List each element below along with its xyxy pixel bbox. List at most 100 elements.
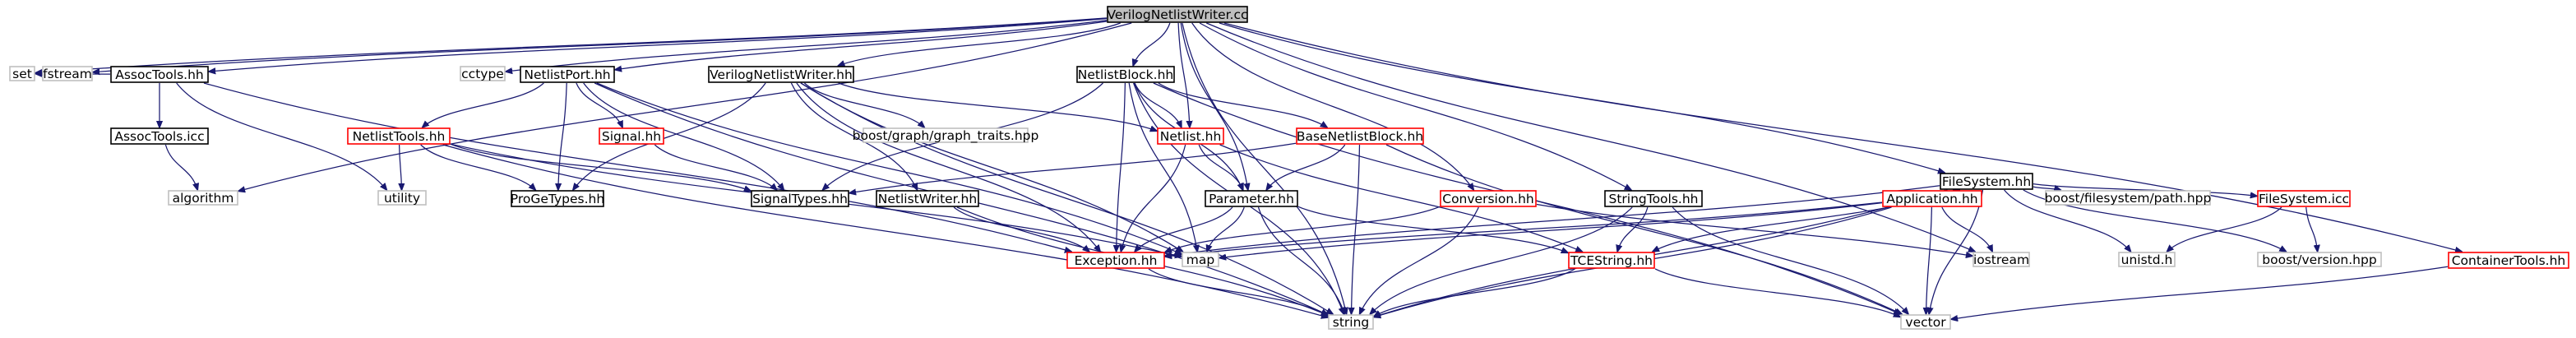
node-map: map	[1182, 252, 1219, 267]
node-label: AssocTools.hh	[115, 67, 204, 82]
node-label: AssocTools.icc	[114, 129, 204, 144]
node-label: Exception.hh	[1075, 253, 1158, 268]
edge-VerilogNetlistWriter_hh-to-ProGeTypes_hh	[573, 82, 766, 190]
edge-StringTools_hh-to-vector	[1672, 206, 1908, 314]
edge-Parameter_hh-to-Exception_hh	[1135, 206, 1233, 252]
node-label: unistd.h	[2121, 252, 2173, 267]
edge-root-to-algorithm	[238, 22, 1132, 191]
edge-NetlistPort_hh-to-Signal_hh	[576, 82, 622, 127]
edge-TCEString_hh-to-vector	[1654, 268, 1900, 317]
edge-BaseNetlistBlock_hh-to-Parameter_hh	[1266, 144, 1346, 190]
edge-NetlistTools_hh-to-string	[442, 144, 1328, 317]
node-box	[2118, 252, 2176, 267]
node-Signal-hh[interactable]: Signal.hh	[599, 127, 664, 145]
node-label: iostream	[1973, 252, 2029, 267]
node-Netlist-hh[interactable]: Netlist.hh	[1157, 127, 1224, 145]
node-FileSystem-hh[interactable]: FileSystem.hh	[1940, 173, 2033, 190]
node-box	[520, 66, 615, 83]
node-label: NetlistWriter.hh	[878, 192, 977, 206]
edge-NetlistTools_hh-to-utility	[400, 144, 402, 190]
edge-Netlist_hh-to-Parameter_hh	[1198, 144, 1243, 190]
edge-VerilogNetlistWriter_hh-to-Netlist_hh	[838, 82, 1157, 131]
edge-Signal_hh-to-SignalTypes_hh	[654, 144, 776, 190]
edge-AssocTools_hh-to-Exception_hh	[203, 82, 1071, 252]
node-StringTools-hh[interactable]: StringTools.hh	[1604, 190, 1703, 207]
edge-NetlistPort_hh-to-map	[596, 82, 1182, 254]
node-Conversion-hh[interactable]: Conversion.hh	[1440, 190, 1537, 207]
node-SignalTypes-hh[interactable]: SignalTypes.hh	[751, 190, 849, 207]
node-box	[168, 190, 238, 206]
node-label: BaseNetlistBlock.hh	[1297, 129, 1423, 144]
node-ContainerTools-hh[interactable]: ContainerTools.hh	[2448, 252, 2569, 269]
node-box	[1440, 190, 1537, 207]
node-graph-traits: boost/graph/graph_traits.hpp	[853, 127, 1038, 144]
dependency-edges	[35, 17, 2462, 319]
node-label: set	[12, 67, 32, 81]
edge-root-to-AssocTools_hh	[209, 17, 1108, 72]
edge-Parameter_hh-to-map	[1207, 206, 1245, 252]
edge-Netlist_hh-to-Exception_hh	[1121, 144, 1186, 252]
node-NetlistTools-hh[interactable]: NetlistTools.hh	[347, 127, 451, 145]
node-NetlistBlock-hh[interactable]: NetlistBlock.hh	[1076, 66, 1175, 83]
edge-Conversion_hh-to-iostream	[1536, 203, 1972, 257]
edge-Application_hh-to-vector	[1926, 206, 1933, 314]
node-boost-version: boost/version.hpp	[2257, 252, 2382, 267]
node-label: boost/filesystem/path.hpp	[2045, 191, 2212, 206]
node-box	[863, 127, 1029, 143]
edge-Parameter_hh-to-string	[1257, 206, 1345, 314]
edge-NetlistPort_hh-to-NetlistTools_hh	[423, 82, 544, 127]
node-ProGeTypes-hh[interactable]: ProGeTypes.hh	[511, 190, 604, 207]
node-AssocTools-icc[interactable]: AssocTools.icc	[110, 127, 209, 145]
node-TCEString-hh[interactable]: TCEString.hh	[1568, 252, 1655, 269]
node-box	[1157, 127, 1224, 145]
edge-BaseNetlistBlock_hh-to-string	[1352, 144, 1361, 314]
node-label: Conversion.hh	[1442, 192, 1533, 206]
node-box	[1182, 252, 1219, 267]
edge-root-to-StringTools_hh	[1199, 22, 1631, 190]
edge-Conversion_hh-to-string	[1360, 206, 1479, 314]
edge-StringTools_hh-to-string	[1370, 206, 1633, 314]
edge-FileSystem_hh-to-unistd_h	[2004, 189, 2131, 252]
edge-AssocTools_icc-to-algorithm	[164, 144, 197, 190]
node-BaseNetlistBlock-hh[interactable]: BaseNetlistBlock.hh	[1296, 127, 1424, 145]
edge-FileSystem_icc-to-unistd_h	[2167, 206, 2282, 252]
node-box	[460, 66, 506, 81]
edge-AssocTools_hh-to-utility	[176, 82, 387, 190]
node-box	[2257, 252, 2382, 267]
node-box	[751, 190, 849, 207]
node-Parameter-hh[interactable]: Parameter.hh	[1205, 190, 1298, 207]
edge-StringTools_hh-to-TCEString_hh	[1617, 206, 1649, 252]
edge-root-to-ContainerTools_hh	[1223, 22, 2462, 252]
node-AssocTools-hh[interactable]: AssocTools.hh	[110, 66, 209, 83]
node-box	[708, 66, 854, 83]
node-NetlistWriter-hh[interactable]: NetlistWriter.hh	[876, 190, 979, 207]
node-box	[2448, 252, 2569, 269]
node-label: utility	[384, 191, 420, 206]
edge-root-to-set	[35, 17, 1108, 73]
node-vector: vector	[1900, 314, 1951, 330]
node-box	[1205, 190, 1298, 207]
node-VerilogNetlistWriter-hh[interactable]: VerilogNetlistWriter.hh	[708, 66, 854, 83]
edge-Exception_hh-to-string	[1148, 268, 1328, 316]
edge-ContainerTools_hh-to-vector	[1951, 266, 2449, 319]
node-label: cctype	[461, 67, 504, 81]
node-Application-hh[interactable]: Application.hh	[1882, 190, 1982, 207]
edge-Netlist_hh-to-TCEString_hh	[1219, 144, 1583, 252]
node-string: string	[1328, 314, 1374, 330]
node-box	[42, 66, 93, 81]
node-box	[511, 190, 604, 207]
node-box	[1076, 66, 1175, 83]
node-cctype: cctype	[460, 66, 506, 81]
node-label: VerilogNetlistWriter.hh	[710, 67, 853, 82]
node-Exception-hh[interactable]: Exception.hh	[1066, 252, 1165, 269]
edge-TCEString_hh-to-string	[1374, 268, 1575, 317]
edge-NetlistWriter_hh-to-Exception_hh	[953, 206, 1089, 252]
node-box	[110, 127, 209, 145]
node-root[interactable]: VerilogNetlistWriter.cc	[1107, 6, 1248, 23]
node-FileSystem-icc[interactable]: FileSystem.icc	[2257, 190, 2351, 207]
edge-BaseNetlistBlock_hh-to-SignalTypes_hh	[849, 142, 1297, 193]
edge-FileSystem_hh-to-string	[1374, 189, 1948, 317]
node-NetlistPort-hh[interactable]: NetlistPort.hh	[520, 66, 615, 83]
